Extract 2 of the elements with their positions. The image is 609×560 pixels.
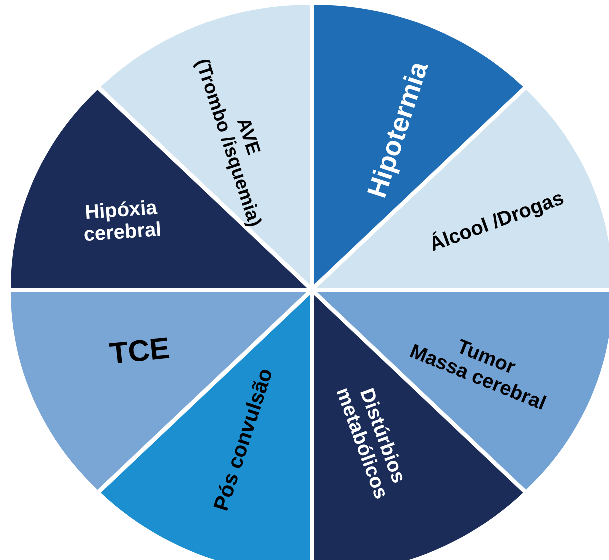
segment-label: TCE [107,331,173,374]
segment-label: Hipóxia cerebral [82,196,164,248]
